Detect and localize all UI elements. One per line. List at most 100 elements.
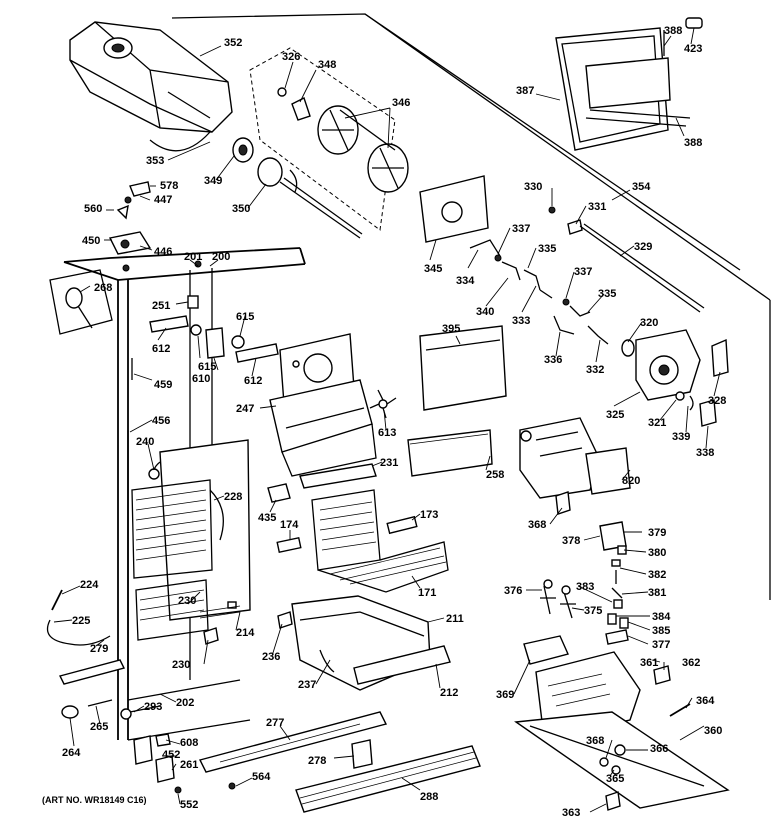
callout-578: 578 [160,180,178,192]
channel-279 [58,659,126,685]
fan-shroud-247 [269,333,377,477]
grommet-615-left [190,324,202,336]
callout-395: 395 [442,323,460,335]
callout-615-left: 615 [198,361,216,373]
grille-288 [295,745,481,813]
clip-366 [614,744,626,756]
callout-335-upper: 335 [538,243,556,255]
grommet-615-right [231,335,245,349]
spring-380 [611,559,621,567]
bracket-435 [267,483,291,503]
callout-268: 268 [94,282,112,294]
screw-265 [87,699,113,707]
stud-174 [276,536,302,554]
callout-384: 384 [652,611,671,623]
clip-230 [203,627,219,645]
control-board-395 [419,325,507,411]
wire-basket-171 [311,489,449,593]
spring-337-upper [494,254,502,262]
ice-pan-211 [291,595,451,691]
spacer-608 [155,733,171,747]
link-334 [469,239,501,257]
lamp-socket-268 [49,269,113,335]
callout-230-lower: 230 [172,659,190,671]
lever-328 [711,338,729,377]
callout-340: 340 [476,306,494,318]
link-335-upper [523,269,541,291]
callout-336: 336 [544,354,562,366]
callout-612-left: 612 [152,343,170,355]
callout-338: 338 [696,447,714,459]
callout-240: 240 [136,436,154,448]
motor-assembly-325 [621,329,701,401]
roller-264 [61,705,79,719]
callout-352: 352 [224,37,242,49]
callout-360: 360 [704,725,722,737]
callout-277: 277 [266,717,284,729]
bracket-612-left [149,315,189,333]
callout-labels: 352 326 348 346 388 423 387 388 353 349 … [62,25,726,819]
callout-326: 326 [282,51,300,63]
callout-328: 328 [708,395,726,407]
callout-564: 564 [252,771,271,783]
callout-447: 447 [154,194,172,206]
callout-321: 321 [648,417,666,429]
evaporator-228 [131,439,251,641]
fan-blade-613 [369,389,397,419]
bushing-384 [607,613,617,625]
clip-368-upper [555,491,571,515]
callout-452: 452 [162,749,180,761]
link-336 [553,315,575,335]
callout-363: 363 [562,807,580,819]
callout-171: 171 [418,587,436,599]
callout-265: 265 [90,721,108,733]
bushing-385 [619,617,629,629]
washer-321 [675,391,685,401]
callout-335-lower: 335 [598,288,616,300]
bracket-377 [605,629,629,645]
callout-200: 200 [212,251,230,263]
art-number: (ART NO. WR18149 C16) [42,795,147,805]
callout-615-right: 615 [236,311,254,323]
callout-325: 325 [606,409,624,421]
callout-224: 224 [80,579,99,591]
callout-423: 423 [684,43,702,55]
callout-388-top: 388 [664,25,682,37]
callout-388-bottom: 388 [684,137,702,149]
clip-362 [653,665,671,685]
callout-552: 552 [180,799,198,811]
callout-348: 348 [318,59,336,71]
screw-564 [228,782,236,790]
callout-225: 225 [72,615,90,627]
callout-383: 383 [576,581,594,593]
spring-337-lower [562,298,570,306]
top-boundary-line [171,13,771,301]
callout-612-right: 612 [244,375,262,387]
bracket-447 [129,181,151,197]
inner-diagonal-line [364,13,741,271]
callout-279: 279 [90,643,108,655]
spring-364 [669,703,691,717]
crusher-blade-346 [317,105,409,193]
harness-376 [540,585,556,615]
callout-380: 380 [648,547,666,559]
callout-258: 258 [486,469,504,481]
callout-329: 329 [634,241,652,253]
bracket-608 [133,735,153,765]
spring-423 [685,17,703,29]
callout-230-upper: 230 [178,595,196,607]
callout-366: 366 [650,743,668,755]
screw-552 [174,786,182,794]
cover-258 [407,429,493,477]
stud-173 [386,515,418,535]
callout-332: 332 [586,364,604,376]
auger-assembly-350 [257,157,363,239]
callout-610: 610 [192,373,210,385]
switch-278 [351,739,373,769]
rod-329 [579,225,701,313]
callout-237: 237 [298,679,316,691]
callout-337-upper: 337 [512,223,530,235]
callout-387: 387 [516,85,534,97]
